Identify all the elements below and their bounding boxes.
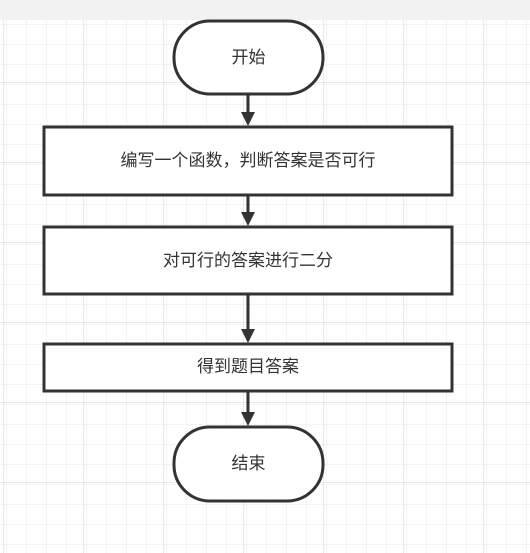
terminator-shape [172, 19, 325, 96]
canvas-top-strip [0, 0, 530, 20]
arrow-start-to-step1[interactable] [241, 94, 255, 126]
node-step2[interactable]: 对可行的答案进行二分 [42, 225, 454, 296]
arrow-step2-to-step3[interactable] [241, 295, 255, 343]
node-step1[interactable]: 编写一个函数，判断答案是否可行 [42, 125, 454, 197]
arrow-step3-to-end[interactable] [241, 392, 255, 426]
process-shape [42, 342, 454, 393]
node-step1-label: 编写一个函数，判断答案是否可行 [121, 151, 376, 171]
arrow-step1-to-step2[interactable] [241, 196, 255, 226]
node-step3-label: 得到题目答案 [197, 357, 299, 377]
node-step3[interactable]: 得到题目答案 [42, 342, 454, 393]
edges [241, 94, 255, 426]
process-shape [42, 125, 454, 197]
node-end-label: 结束 [232, 454, 266, 474]
node-start-label: 开始 [232, 48, 266, 68]
node-end[interactable]: 结束 [172, 425, 325, 503]
process-shape [42, 225, 454, 296]
node-step2-label: 对可行的答案进行二分 [163, 251, 333, 271]
node-start[interactable]: 开始 [172, 19, 325, 96]
terminator-shape [172, 425, 325, 503]
